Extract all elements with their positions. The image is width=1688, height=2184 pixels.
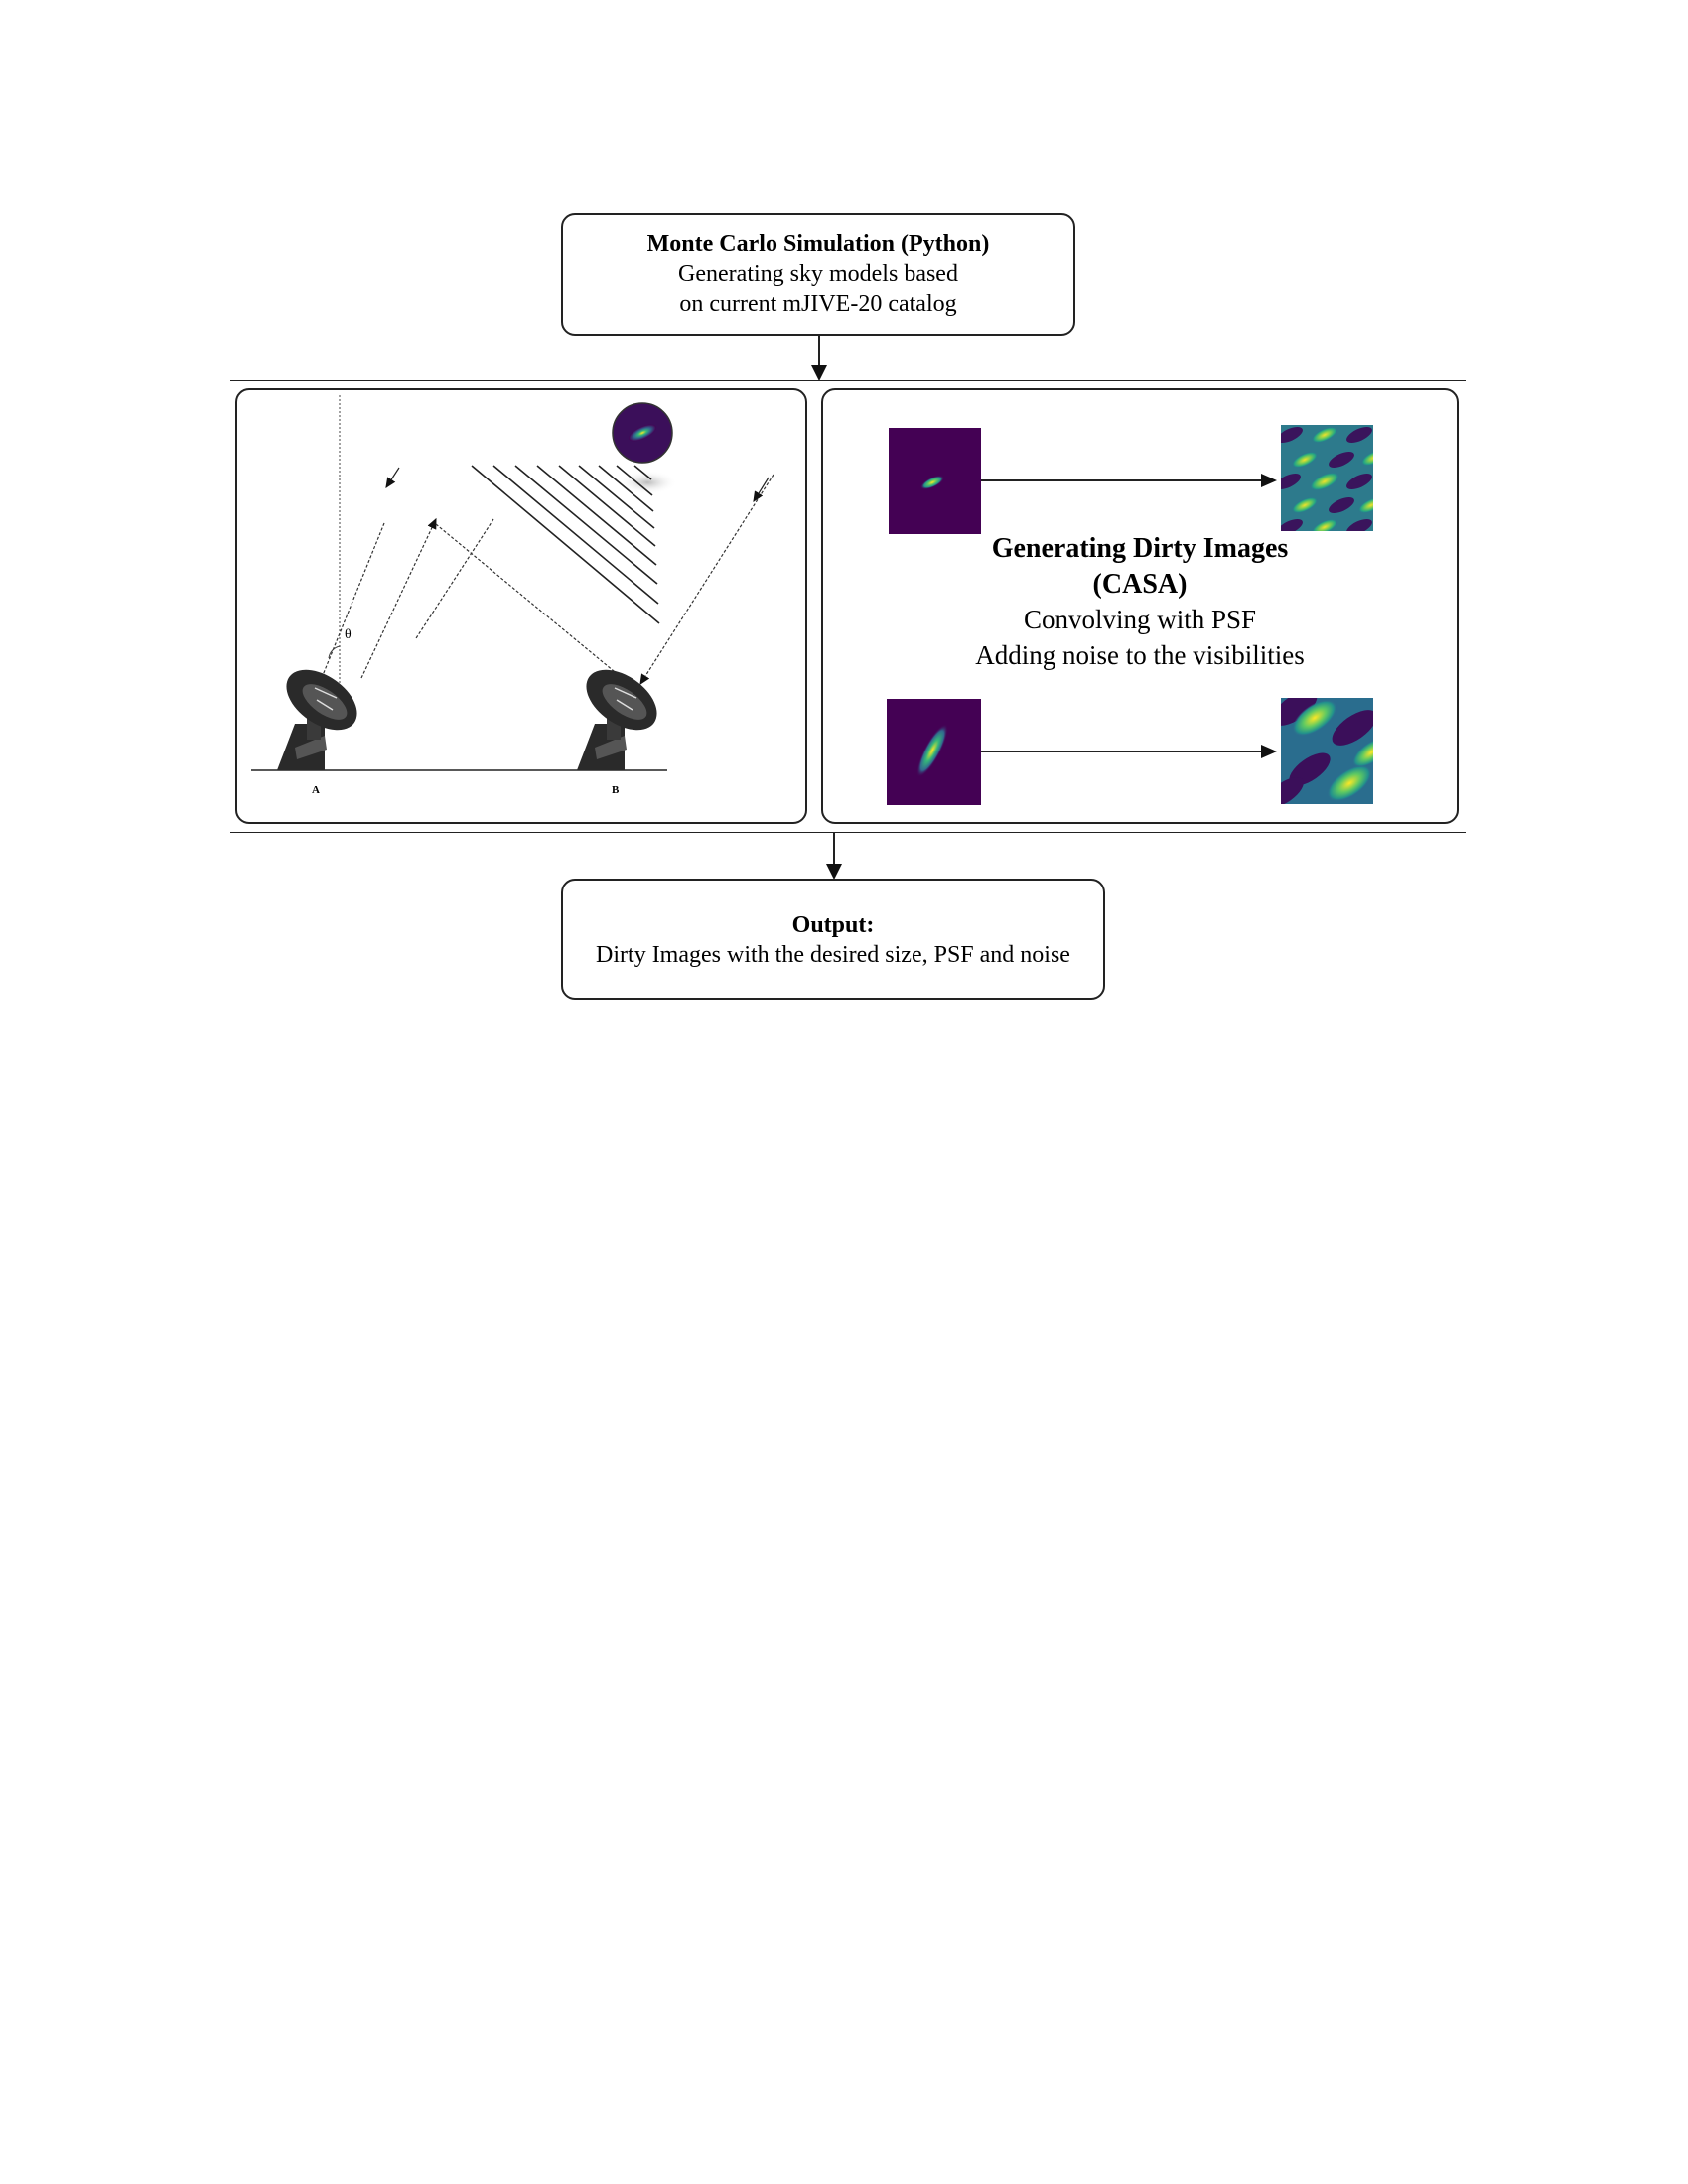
- casa-line-2: Adding noise to the visibilities: [975, 640, 1305, 670]
- dirty-image-1: [1281, 425, 1373, 531]
- antenna-b-label: B: [612, 784, 620, 796]
- interferometer-diagram: θ A B: [251, 395, 774, 796]
- dirty-image-2: [1281, 698, 1373, 804]
- antenna-a-icon: [277, 669, 357, 770]
- simulation-box: Monte Carlo Simulation (Python) Generati…: [561, 213, 1075, 336]
- casa-line-1: Convolving with PSF: [1024, 605, 1256, 634]
- arrow-down-top: [811, 334, 827, 381]
- arrow-right-2: [981, 745, 1277, 758]
- simulation-line-2: on current mJIVE-20 catalog: [679, 291, 957, 317]
- casa-title-line-1: Generating Dirty Images: [992, 533, 1289, 564]
- output-box: Output: Dirty Images with the desired si…: [561, 879, 1105, 1000]
- output-line-1: Dirty Images with the desired size, PSF …: [596, 942, 1070, 968]
- antenna-a-label: A: [312, 784, 320, 796]
- separator-top: [230, 380, 1466, 381]
- simulation-title: Monte Carlo Simulation (Python): [646, 231, 990, 257]
- arrow-right-1: [981, 474, 1277, 487]
- separator-bottom: [230, 832, 1466, 833]
- wavefront-lines: [471, 465, 660, 624]
- casa-panel: Generating Dirty Images (CASA) Convolvin…: [821, 388, 1459, 824]
- interferometer-panel: θ A B: [235, 388, 807, 824]
- signal-paths: [316, 474, 774, 692]
- casa-diagram: Generating Dirty Images (CASA) Convolvin…: [887, 425, 1373, 805]
- antenna-b-icon: [577, 669, 657, 770]
- simulation-line-1: Generating sky models based: [678, 261, 958, 287]
- output-title: Output:: [791, 912, 875, 938]
- angle-label: θ: [345, 627, 352, 642]
- sky-model-image-2: [887, 699, 981, 805]
- arrow-down-bottom: [826, 832, 842, 880]
- casa-title-line-2: (CASA): [1093, 569, 1188, 600]
- sky-model-image-1: [889, 428, 981, 534]
